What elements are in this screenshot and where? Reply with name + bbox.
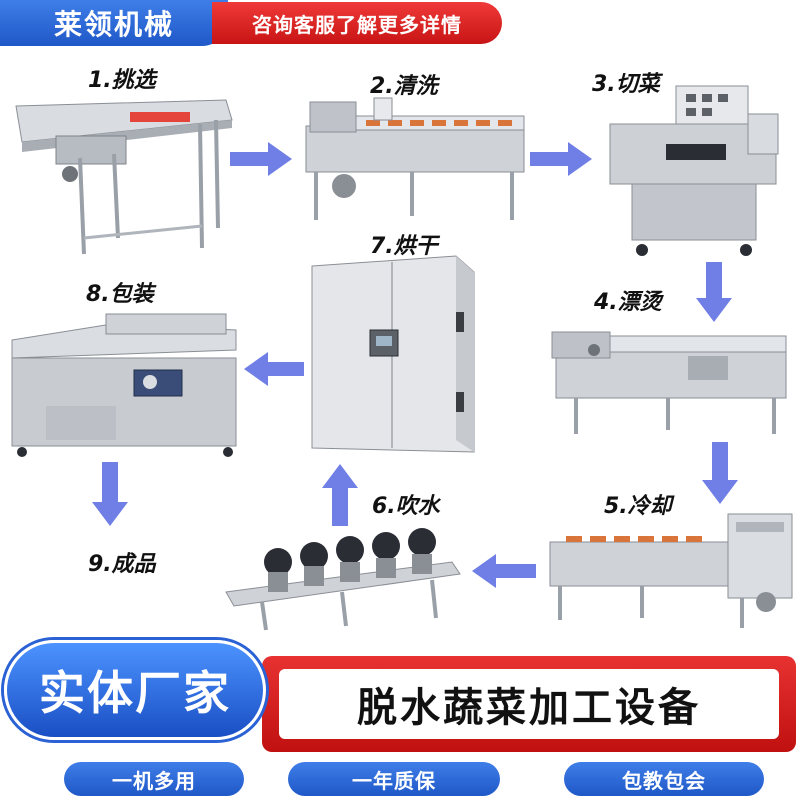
step-label-4: 4.漂烫 (594, 290, 662, 315)
feature-pill-training: 包教包会 (564, 762, 764, 796)
feature-pill-multi-use: 一机多用 (64, 762, 244, 796)
arrow-left-icon (472, 554, 536, 588)
factory-badge: 实体厂家 (4, 640, 266, 740)
sorting-conveyor-image (10, 98, 236, 258)
step-label-7: 7.烘干 (370, 234, 438, 259)
step-label-9: 9.成品 (88, 552, 156, 577)
feature-pill-warranty: 一年质保 (288, 762, 500, 796)
vacuum-packer-image (6, 310, 238, 458)
brand-banner: 莱领机械 (0, 0, 228, 46)
feature-pill-text: 包教包会 (622, 768, 706, 793)
feature-pill-text: 一机多用 (112, 768, 196, 793)
brand-name: 莱领机械 (53, 8, 174, 41)
consult-text: 咨询客服了解更多详情 (252, 12, 462, 37)
arrow-right-icon (230, 142, 292, 176)
arrow-up-icon (322, 464, 358, 526)
consult-banner[interactable]: 咨询客服了解更多详情 (212, 2, 502, 44)
feature-pill-text: 一年质保 (352, 768, 436, 793)
product-title: 脱水蔬菜加工设备 (279, 669, 779, 739)
vegetable-cutter-image (606, 84, 782, 260)
step-label-3: 3.切菜 (592, 72, 660, 97)
drying-oven-image (306, 252, 478, 462)
step-label-6: 6.吹水 (372, 494, 440, 519)
arrow-right-icon (530, 142, 592, 176)
step-label-1: 1.挑选 (88, 68, 156, 93)
step-label-5: 5.冷却 (604, 494, 672, 519)
arrow-left-icon (244, 352, 304, 386)
factory-text: 实体厂家 (39, 666, 231, 720)
step-label-8: 8.包装 (86, 282, 154, 307)
washing-machine-image (296, 96, 528, 224)
air-blower-image (222, 522, 464, 634)
product-banner: 脱水蔬菜加工设备 (262, 656, 796, 752)
step-label-2: 2.清洗 (370, 74, 438, 99)
arrow-down-icon (702, 442, 738, 504)
blanching-machine-image (548, 326, 790, 438)
arrow-down-icon (696, 262, 732, 322)
cooling-machine-image (546, 508, 796, 632)
arrow-down-icon (92, 462, 128, 526)
